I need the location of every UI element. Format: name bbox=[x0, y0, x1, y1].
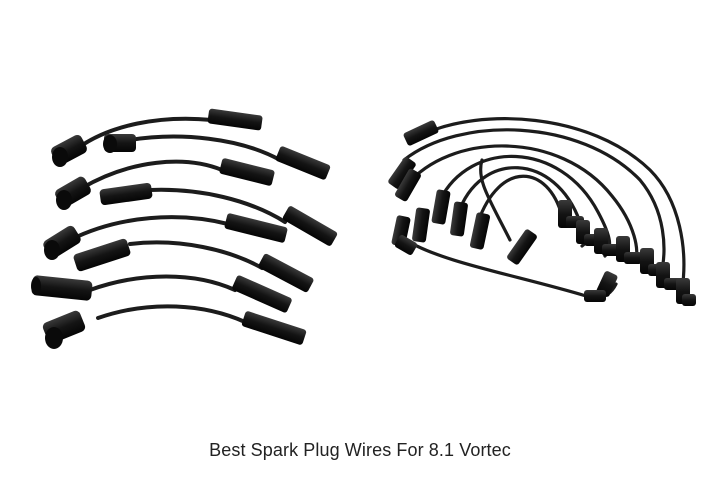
wire-left-3 bbox=[55, 158, 275, 210]
wire-set-left bbox=[31, 108, 338, 349]
wire-left-6 bbox=[73, 238, 314, 293]
image-caption: Best Spark Plug Wires For 8.1 Vortec bbox=[209, 440, 511, 460]
wire-left-8 bbox=[42, 304, 307, 349]
wire-set-right bbox=[388, 117, 696, 306]
wire-left-1 bbox=[51, 108, 263, 167]
wire-left-2 bbox=[103, 134, 331, 180]
wire-left-7 bbox=[31, 274, 292, 313]
wire-left-4 bbox=[99, 182, 338, 246]
product-photo bbox=[31, 108, 696, 349]
wire-left-5 bbox=[43, 213, 288, 260]
